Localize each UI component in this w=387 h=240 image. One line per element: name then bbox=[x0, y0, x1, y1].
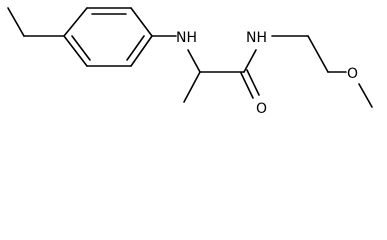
chemical-structure: NH O NH O bbox=[7, 7, 373, 115]
bond-carbonyl-amide bbox=[243, 49, 257, 73]
ether-oxygen-label: O bbox=[347, 66, 358, 82]
ring-double-bond-2 bbox=[126, 35, 145, 61]
benzene-ring bbox=[63, 7, 153, 67]
carbonyl-oxygen-label: O bbox=[256, 101, 267, 115]
bond-ether-methyl bbox=[358, 83, 373, 108]
amide-nh-label: NH bbox=[246, 30, 267, 46]
bond-carbonyl-double-1 bbox=[240, 72, 254, 99]
ring-bond-1 bbox=[63, 7, 88, 37]
ring-double-bond-3 bbox=[71, 35, 91, 61]
ring-bond-3 bbox=[130, 7, 153, 37]
bond-alpha-methyl bbox=[183, 71, 201, 103]
bond-ethyl-ch3 bbox=[7, 7, 25, 37]
bond-amine-alpha bbox=[187, 49, 201, 73]
bond-ch2-ch2 bbox=[307, 35, 329, 73]
bond-carbonyl-double-2 bbox=[246, 69, 260, 96]
ring-bond-4 bbox=[130, 35, 153, 67]
ring-bond-6 bbox=[63, 35, 88, 67]
amine-nh-label: NH bbox=[176, 30, 197, 46]
